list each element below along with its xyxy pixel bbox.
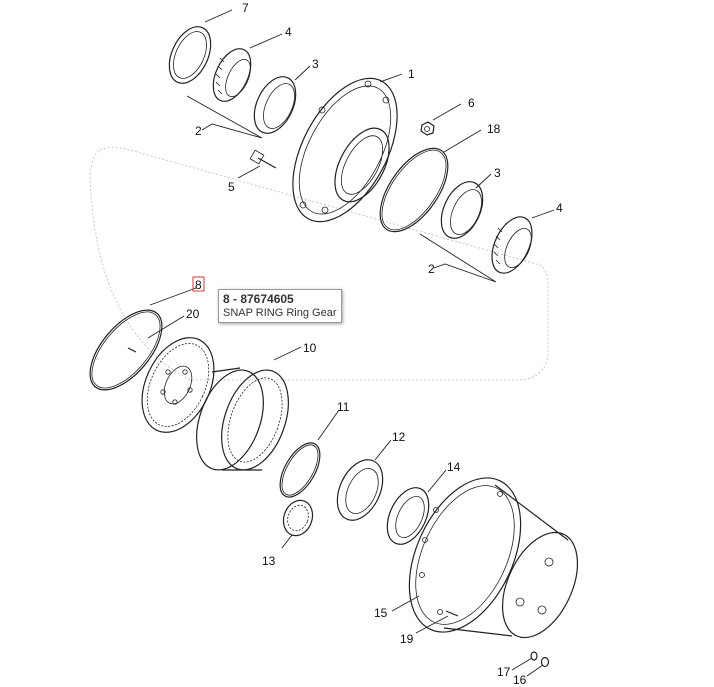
callout-20[interactable]: 20	[186, 307, 200, 321]
callout-14[interactable]: 14	[447, 460, 461, 474]
part-7-seal[interactable]	[161, 20, 219, 90]
tooltip-part-description: SNAP RING Ring Gear	[223, 307, 337, 319]
leader-lines	[147, 9, 555, 677]
assembly-group-outline	[89, 147, 549, 381]
callout-11[interactable]: 11	[337, 400, 350, 414]
ring-gear-hub[interactable]	[128, 326, 228, 444]
callout-2-lower[interactable]: 2	[428, 262, 435, 276]
part-6-nut[interactable]	[420, 121, 435, 136]
part-3-cup-upper[interactable]	[246, 70, 304, 140]
callout-7[interactable]: 7	[242, 1, 249, 15]
callout-3-lower[interactable]: 3	[494, 166, 501, 180]
callout-19[interactable]: 19	[400, 632, 414, 646]
callout-5[interactable]: 5	[228, 180, 235, 194]
callout-16[interactable]: 16	[513, 673, 527, 687]
part-8-snap-ring[interactable]	[77, 298, 175, 402]
callout-4-lower[interactable]: 4	[556, 201, 563, 215]
tooltip-part-number: 8 - 87674605	[223, 292, 294, 306]
part-10-ring-gear[interactable]	[184, 361, 301, 479]
part-tooltip: 8 - 87674605 SNAP RING Ring Gear	[218, 289, 342, 323]
part-3-cup-lower[interactable]	[433, 175, 491, 245]
part-18-o-ring[interactable]	[367, 137, 461, 243]
part-5-stud[interactable]	[249, 149, 277, 169]
callout-13[interactable]: 13	[262, 554, 276, 568]
part-14-washer[interactable]	[379, 481, 437, 551]
part-19-plug[interactable]	[445, 610, 459, 617]
callout-10[interactable]: 10	[303, 341, 317, 355]
part-1-hub[interactable]	[271, 61, 418, 238]
callout-3-upper[interactable]: 3	[312, 57, 319, 71]
part-15-housing[interactable]	[387, 460, 593, 649]
part-11-snap-ring[interactable]	[272, 437, 328, 504]
callout-8[interactable]: 8	[195, 278, 202, 292]
callout-2-upper[interactable]: 2	[195, 124, 202, 138]
callout-4-upper[interactable]: 4	[285, 25, 292, 39]
part-12-thrust-washer[interactable]	[328, 453, 391, 528]
callout-8-highlight	[192, 276, 205, 292]
callout-1[interactable]: 1	[408, 67, 415, 81]
callout-17[interactable]: 17	[497, 665, 511, 679]
callout-18[interactable]: 18	[487, 122, 501, 136]
part-13-pinion-gear[interactable]	[279, 496, 318, 539]
part-4-bearing-lower[interactable]	[484, 211, 540, 280]
callout-12[interactable]: 12	[392, 430, 406, 444]
part-17-fitting[interactable]	[530, 651, 538, 661]
callout-6[interactable]: 6	[468, 96, 475, 110]
part-4-bearing-upper[interactable]	[206, 43, 259, 107]
callout-15[interactable]: 15	[374, 606, 388, 620]
part-16-plug[interactable]	[540, 656, 550, 668]
part-20-pin[interactable]	[127, 347, 137, 353]
